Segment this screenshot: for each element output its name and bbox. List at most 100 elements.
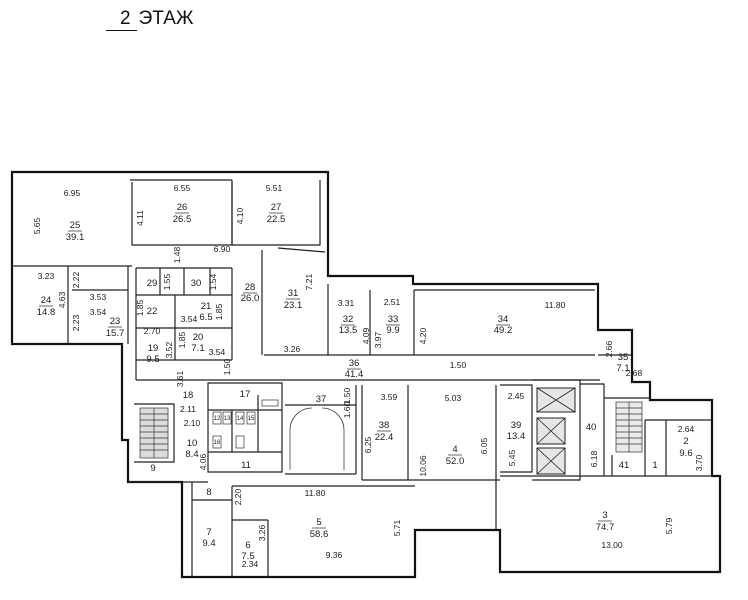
room-label-dividers xyxy=(39,212,612,529)
dimension: 1.85 xyxy=(177,331,187,348)
room-number: 31 xyxy=(288,288,299,299)
dimension: 4.06 xyxy=(198,453,208,470)
dimension: 6.25 xyxy=(363,436,373,453)
room-area: 7.1 xyxy=(191,343,204,354)
room-number: 33 xyxy=(388,314,399,325)
room-number: 5 xyxy=(316,517,321,528)
dimension: 4.20 xyxy=(418,327,428,344)
floor-number: 2 xyxy=(106,8,137,31)
room-number: 36 xyxy=(349,358,360,369)
dimension: 2.11 xyxy=(180,404,196,414)
dimension: 1.60 xyxy=(342,401,352,418)
room-number: 34 xyxy=(498,314,509,325)
dimension: 6.95 xyxy=(64,188,81,198)
room-area: 41.4 xyxy=(345,369,364,380)
room-number: 17 xyxy=(240,389,251,400)
dimension: 1.85 xyxy=(135,299,145,316)
room-area: 23.1 xyxy=(284,300,303,311)
stair-left-icon xyxy=(139,407,169,459)
dimension: 1.50 xyxy=(342,387,352,404)
dimension: 2.23 xyxy=(71,314,81,331)
interior-walls xyxy=(12,179,712,577)
room-area: 58.6 xyxy=(310,529,329,540)
dimension: 5.51 xyxy=(266,183,283,193)
room-number: 24 xyxy=(41,295,52,306)
dimension: 1.85 xyxy=(214,303,224,320)
room-number: 14 xyxy=(237,416,244,422)
dimension: 6.18 xyxy=(589,450,599,467)
dimension: 1.50 xyxy=(450,360,467,370)
dimension: 5.71 xyxy=(392,519,402,536)
dimension: 1.50 xyxy=(222,358,232,375)
room-number: 6 xyxy=(245,540,250,551)
room-area: 26.5 xyxy=(173,214,192,225)
elevator-icon xyxy=(536,387,576,475)
dimension: 2.34 xyxy=(242,559,259,569)
dimension: 3.52 xyxy=(164,341,174,358)
room-area: 9.5 xyxy=(146,354,159,365)
room-area: 8.4 xyxy=(185,449,198,460)
room-area: 7.1 xyxy=(616,363,629,374)
room-number: 20 xyxy=(193,332,204,343)
dimension: 3.61 xyxy=(175,370,185,387)
room-area: 7.5 xyxy=(241,551,254,562)
room-area: 74.7 xyxy=(596,522,615,533)
room-number: 28 xyxy=(245,282,256,293)
dimension: 3.54 xyxy=(181,314,198,324)
room-number: 10 xyxy=(187,438,198,449)
room-number: 12 xyxy=(214,416,221,422)
room-number: 37 xyxy=(316,394,327,405)
room-number: 32 xyxy=(343,314,354,325)
dimension: 3.54 xyxy=(209,347,226,357)
dimension: 6.05 xyxy=(479,437,489,454)
room-number: 27 xyxy=(271,202,282,213)
dimension: 3.31 xyxy=(338,298,355,308)
room-number: 19 xyxy=(148,343,159,354)
dimension: 2.64 xyxy=(678,424,695,434)
room-number: 18 xyxy=(183,390,194,401)
dimension: 1.55 xyxy=(162,273,172,290)
dimension: 5.79 xyxy=(664,517,674,534)
room-area: 52.0 xyxy=(446,456,465,467)
room-number: 26 xyxy=(177,202,188,213)
room-number: 15 xyxy=(248,416,255,422)
dimension: 3.26 xyxy=(257,524,267,541)
room-area: 9.6 xyxy=(679,448,692,459)
room-area: 9.4 xyxy=(202,538,215,549)
room-number: 13 xyxy=(224,416,231,422)
room-number: 23 xyxy=(110,316,121,327)
dimension: 11.80 xyxy=(545,300,566,310)
room-number: 40 xyxy=(586,422,597,433)
room-number: 38 xyxy=(379,420,390,431)
dimension: 4.63 xyxy=(57,291,67,308)
room-area: 9.9 xyxy=(386,325,399,336)
floor-word: ЭТАЖ xyxy=(138,8,194,29)
room-number: 35 xyxy=(618,352,629,363)
room-number: 8 xyxy=(206,487,211,498)
dimension: 3.54 xyxy=(90,307,107,317)
dimension: 5.03 xyxy=(445,393,462,403)
room-area: 26.0 xyxy=(241,293,260,304)
dimension: 2.20 xyxy=(233,488,243,505)
dimension: 3.70 xyxy=(694,454,704,471)
room-area: 14.8 xyxy=(37,307,56,318)
room-number: 2 xyxy=(683,436,688,447)
room-area: 22.5 xyxy=(267,214,286,225)
door-arcs xyxy=(289,407,345,470)
room-number: 21 xyxy=(201,301,212,312)
room-number: 25 xyxy=(70,220,81,231)
dimension: 2.51 xyxy=(384,297,401,307)
room-area: 22.4 xyxy=(375,432,394,443)
room-number: 11 xyxy=(241,460,251,471)
room-number: 1 xyxy=(652,460,657,471)
dimension: 3.59 xyxy=(381,392,398,402)
room-number: 16 xyxy=(214,440,221,446)
dimension: 3.97 xyxy=(373,331,383,348)
dimension: 1.54 xyxy=(208,273,218,290)
room-number: 7 xyxy=(206,527,211,538)
dimension: 7.21 xyxy=(304,273,314,290)
room-number: 3 xyxy=(602,510,607,521)
dimension-labels: 6.95 5.65 6.55 4.11 5.51 4.10 1.48 6.90 … xyxy=(32,183,704,569)
dimension: 3.26 xyxy=(284,344,301,354)
